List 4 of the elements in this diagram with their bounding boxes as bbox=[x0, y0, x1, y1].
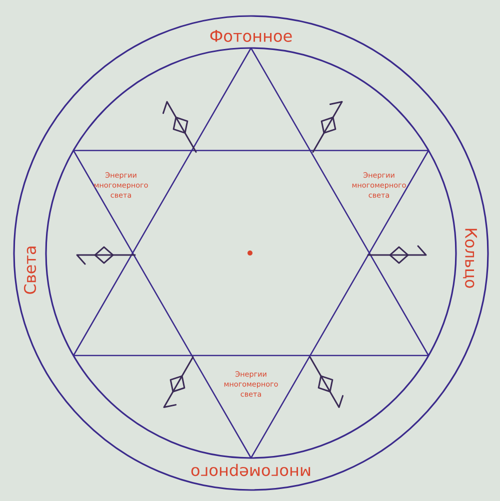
ring-label: Света bbox=[24, 246, 36, 294]
ring-label: Кольцо bbox=[463, 228, 477, 288]
ring-label: Фотонное bbox=[210, 30, 292, 42]
ring-label: многомерного bbox=[191, 464, 310, 476]
